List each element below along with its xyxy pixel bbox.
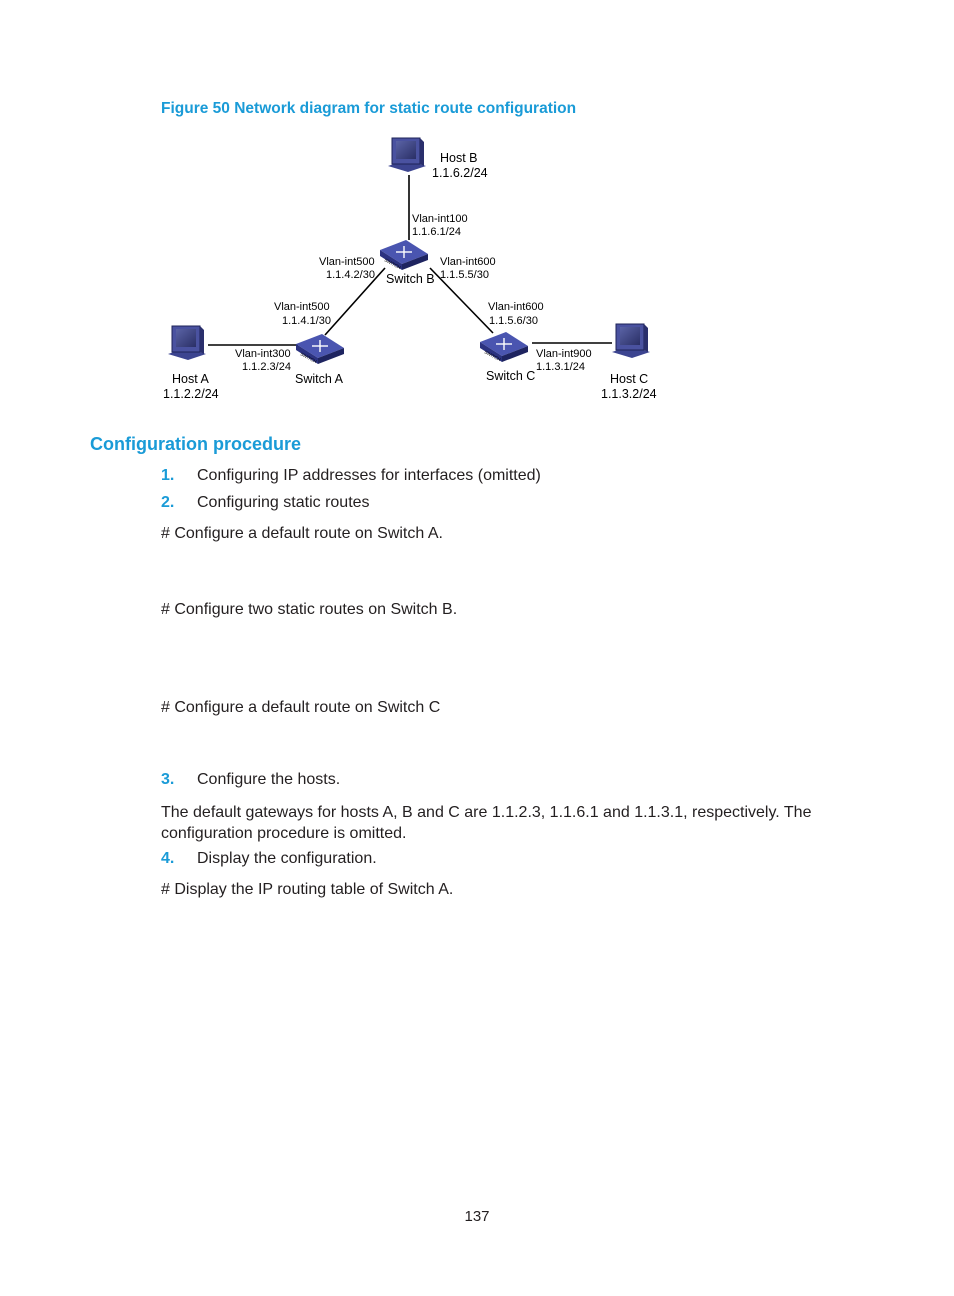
c-int900-name: Vlan-int900 xyxy=(536,348,592,360)
switch-c-name: Switch C xyxy=(486,369,535,383)
step-3-text: Configure the hosts. xyxy=(197,771,341,788)
network-diagram: SWITCH SWITCH SWITCH Host B 1.1.6.2/24 S… xyxy=(163,137,657,401)
figure-caption: Figure 50 Network diagram for static rou… xyxy=(161,100,577,117)
link-switchb-switchc xyxy=(429,267,494,334)
host-b-pc-icon xyxy=(388,137,426,172)
step-2-number: 2. xyxy=(161,494,175,511)
step-2-text: Configuring static routes xyxy=(197,494,370,511)
c-int600-name: Vlan-int600 xyxy=(488,301,544,313)
comment-display: # Display the IP routing table of Switch… xyxy=(161,881,454,898)
host-c-pc-icon xyxy=(612,323,650,358)
host-a-pc-icon xyxy=(168,325,206,360)
b-int500-ip: 1.1.4.2/30 xyxy=(326,269,375,281)
step-3-number: 3. xyxy=(161,771,175,788)
page-number: 137 xyxy=(464,1208,490,1225)
step-4-number: 4. xyxy=(161,850,175,867)
b-int600-ip: 1.1.5.5/30 xyxy=(440,269,489,281)
host-a-ip: 1.1.2.2/24 xyxy=(163,387,219,401)
switch-a-name: Switch A xyxy=(295,372,344,386)
switch-c-icon: SWITCH xyxy=(480,332,528,362)
c-int600-ip: 1.1.5.6/30 xyxy=(489,315,538,327)
c-int900-ip: 1.1.3.1/24 xyxy=(536,361,585,373)
host-c-ip: 1.1.3.2/24 xyxy=(601,387,657,401)
host-c-name: Host C xyxy=(610,372,648,386)
switch-b-icon: SWITCH xyxy=(380,240,428,270)
comment-switch-a: # Configure a default route on Switch A. xyxy=(161,525,443,542)
step-1-number: 1. xyxy=(161,467,175,484)
comment-switch-b: # Configure two static routes on Switch … xyxy=(161,601,458,618)
comment-switch-c: # Configure a default route on Switch C xyxy=(161,699,441,716)
hosts-paragraph: The default gateways for hosts A, B and … xyxy=(161,804,812,842)
host-a-name: Host A xyxy=(172,372,209,386)
a-int300-name: Vlan-int300 xyxy=(235,348,291,360)
a-int300-ip: 1.1.2.3/24 xyxy=(242,361,291,373)
step-1-text: Configuring IP addresses for interfaces … xyxy=(197,467,541,484)
section-heading: Configuration procedure xyxy=(90,434,301,454)
a-int500-name: Vlan-int500 xyxy=(274,301,330,313)
step-4-text: Display the configuration. xyxy=(197,850,377,867)
b-int500-name: Vlan-int500 xyxy=(319,256,375,268)
switch-a-icon: SWITCH xyxy=(296,334,344,364)
host-b-ip: 1.1.6.2/24 xyxy=(432,166,488,180)
switch-b-name: Switch B xyxy=(386,272,435,286)
b-int100-ip: 1.1.6.1/24 xyxy=(412,226,461,238)
b-int600-name: Vlan-int600 xyxy=(440,256,496,268)
b-int100-name: Vlan-int100 xyxy=(412,213,468,225)
link-switchb-switcha xyxy=(324,267,386,336)
host-b-name: Host B xyxy=(440,151,478,165)
a-int500-ip: 1.1.4.1/30 xyxy=(282,315,331,327)
